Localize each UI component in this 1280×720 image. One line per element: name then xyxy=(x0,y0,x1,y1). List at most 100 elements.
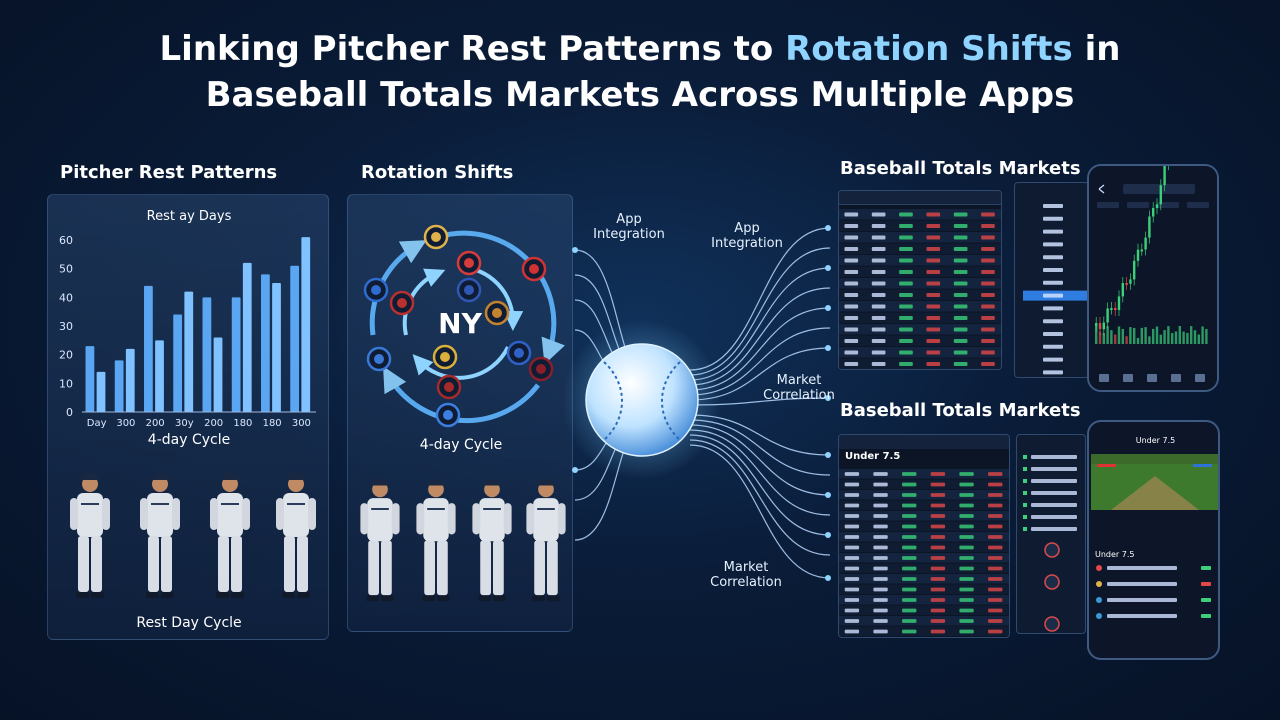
rotation-diagram: NY xyxy=(363,224,565,428)
bar xyxy=(213,337,223,412)
odds-row xyxy=(839,479,1009,489)
bar xyxy=(261,274,270,412)
odds-row xyxy=(839,616,1009,626)
odds-row xyxy=(839,335,1001,346)
field-diagram xyxy=(1091,454,1218,510)
odds-row xyxy=(839,358,1001,369)
volume-bar xyxy=(1171,333,1174,344)
candle xyxy=(1125,283,1128,286)
volume-bar xyxy=(1155,326,1159,344)
volume-bar xyxy=(1098,331,1102,344)
volume-bar xyxy=(1163,330,1166,344)
x-tick-label: 180 xyxy=(263,418,282,429)
list-item xyxy=(1043,229,1063,234)
bet-row[interactable] xyxy=(1107,582,1177,586)
list-item xyxy=(1043,332,1063,336)
volume-bar xyxy=(1136,337,1140,344)
odds-grid-2 xyxy=(839,469,1009,636)
odds-row xyxy=(839,563,1009,573)
odds-row xyxy=(839,324,1001,335)
candle xyxy=(1159,185,1162,205)
odds-row xyxy=(839,521,1009,531)
title-line-1: Linking Pitcher Rest Patterns to Rotatio… xyxy=(159,29,1121,69)
volume-bar xyxy=(1148,336,1151,344)
market-icon xyxy=(1044,616,1060,632)
bar xyxy=(184,291,194,412)
x-tick-label: 200 xyxy=(204,418,223,429)
bar xyxy=(155,340,164,412)
connector-lines-right xyxy=(689,227,831,579)
list-item xyxy=(1031,515,1077,519)
candle xyxy=(1136,249,1140,261)
phone-odds-list xyxy=(1096,565,1211,619)
pitcher-figure xyxy=(140,473,180,598)
volume-bar xyxy=(1152,328,1155,344)
bar xyxy=(202,297,212,412)
rest-day-cycle-caption: Rest Day Cycle xyxy=(136,615,242,631)
volume-bar xyxy=(1174,331,1178,344)
odds-row xyxy=(839,532,1009,542)
list-item xyxy=(1043,204,1063,208)
phone-tab[interactable] xyxy=(1127,202,1149,208)
volume-bar xyxy=(1110,330,1113,344)
volume-bar xyxy=(1133,327,1136,344)
x-tick-label: 180 xyxy=(233,418,252,429)
volume-bar xyxy=(1201,326,1204,344)
odds-row xyxy=(839,347,1001,358)
nav-icon[interactable] xyxy=(1099,374,1109,382)
list-item xyxy=(1043,242,1063,247)
odds-list-1 xyxy=(1023,204,1087,375)
title-highlight: Rotation Shifts xyxy=(785,29,1073,69)
phone-search-bar[interactable] xyxy=(1123,184,1195,194)
odds-row xyxy=(839,289,1001,300)
volume-bar xyxy=(1159,334,1162,344)
volume-bar xyxy=(1178,326,1181,344)
page-title: Linking Pitcher Rest Patterns to Rotatio… xyxy=(0,26,1280,118)
candle xyxy=(1133,260,1136,280)
candle xyxy=(1110,308,1113,311)
list-item xyxy=(1043,370,1063,375)
nav-icon[interactable] xyxy=(1147,374,1157,382)
list-item xyxy=(1043,216,1063,221)
live-field-view: LIVE LIVE xyxy=(1091,454,1218,510)
volume-bar xyxy=(1140,327,1143,344)
odds-row xyxy=(839,255,1001,266)
odds-row xyxy=(839,511,1009,521)
list-item xyxy=(1043,344,1063,349)
pitchers-group-middle xyxy=(360,478,566,602)
nav-icon[interactable] xyxy=(1123,374,1133,382)
pitchers-group-left xyxy=(70,473,316,598)
list-item xyxy=(1043,319,1063,324)
odds-row xyxy=(839,584,1009,594)
x-tick-label: 30y xyxy=(175,418,194,429)
market-title: Under 7.5 xyxy=(845,451,901,462)
x-tick-label: 300 xyxy=(116,418,135,429)
odds-row xyxy=(839,469,1009,479)
phone-tab[interactable] xyxy=(1187,202,1209,208)
candle xyxy=(1114,308,1117,311)
list-item xyxy=(1031,527,1077,531)
app-integration-label-left: App Integration xyxy=(593,212,665,242)
odds-row xyxy=(839,278,1001,289)
candle xyxy=(1155,204,1159,209)
y-tick-label: 40 xyxy=(59,291,73,304)
nav-icon[interactable] xyxy=(1195,374,1205,382)
odds-row xyxy=(839,243,1001,254)
y-tick-label: 50 xyxy=(59,263,73,276)
volume-bar xyxy=(1095,326,1098,344)
nav-icon[interactable] xyxy=(1171,374,1181,382)
bar xyxy=(85,346,95,412)
phone-tab[interactable] xyxy=(1157,202,1179,208)
back-arrow-icon[interactable] xyxy=(1098,184,1105,194)
odds-row xyxy=(839,209,1001,220)
bet-row[interactable] xyxy=(1107,566,1177,570)
volume-bar xyxy=(1129,327,1132,344)
phone-section-title: Under 7.5 xyxy=(1095,550,1135,559)
odds-row xyxy=(839,220,1001,231)
bet-row[interactable] xyxy=(1107,614,1177,618)
candle xyxy=(1121,283,1124,297)
phone-tab[interactable] xyxy=(1097,202,1119,208)
bet-row[interactable] xyxy=(1107,598,1177,602)
bar xyxy=(144,285,153,412)
